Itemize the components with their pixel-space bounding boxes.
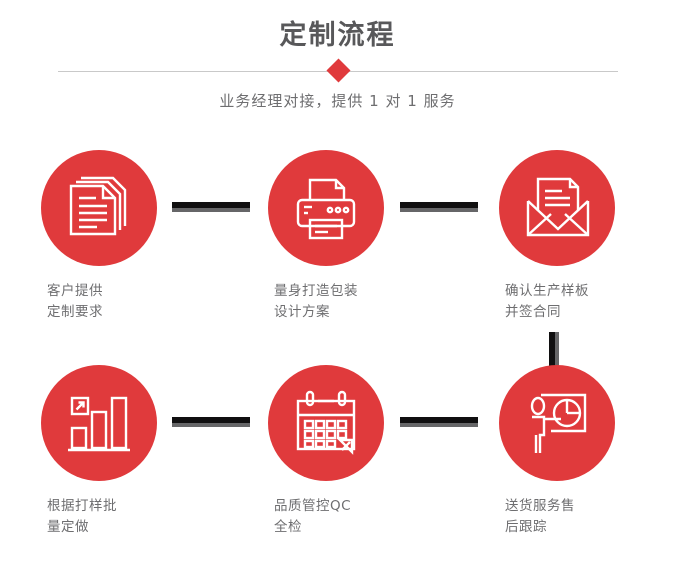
flow-step-3[interactable]: 确认生产样板 并签合同	[477, 150, 637, 323]
connector-bar-grey	[400, 423, 478, 427]
step-circle	[41, 150, 157, 266]
diamond-icon	[326, 58, 351, 83]
connector-bar-dark	[400, 202, 478, 208]
connector-bar-grey	[172, 423, 250, 427]
step-label: 确认生产样板 并签合同	[505, 283, 589, 320]
page-title: 定制流程	[279, 20, 396, 51]
envelope-letter-icon	[526, 177, 590, 237]
flow-step-4[interactable]: 根据打样批 量定做	[19, 365, 179, 538]
presenter-pie-chart-icon	[530, 393, 587, 453]
connector-bar-grey	[555, 332, 559, 373]
connector-bar-dark	[172, 202, 250, 208]
flow-step-6[interactable]: 送货服务售 后跟踪	[477, 365, 637, 538]
flow-step-1[interactable]: 客户提供 定制要求	[19, 150, 179, 323]
flow-row-1: 客户提供 定制要求	[0, 150, 675, 365]
connector-step2-step3	[400, 202, 478, 212]
step-circle	[499, 150, 615, 266]
step-circle	[41, 365, 157, 481]
connector-step1-step2	[172, 202, 250, 212]
printer-icon	[296, 178, 356, 240]
process-flow: 客户提供 定制要求	[0, 150, 675, 580]
step-label: 量身打造包装 设计方案	[274, 283, 358, 320]
step-label: 送货服务售 后跟踪	[505, 498, 575, 535]
connector-step5-step6	[400, 417, 478, 427]
connector-step3-step6	[549, 332, 559, 373]
flow-step-2[interactable]: 量身打造包装 设计方案	[246, 150, 406, 323]
documents-stack-icon	[69, 176, 127, 236]
page-subtitle: 业务经理对接，提供 1 对 1 服务	[219, 92, 456, 110]
step-label: 客户提供 定制要求	[47, 283, 103, 320]
bar-chart-growth-icon	[68, 396, 130, 452]
connector-bar-grey	[172, 208, 250, 212]
step-circle	[268, 365, 384, 481]
step-label: 根据打样批 量定做	[47, 498, 117, 535]
step-label: 品质管控QC 全检	[274, 498, 352, 535]
flow-step-5[interactable]: 品质管控QC 全检	[246, 365, 406, 538]
connector-bar-grey	[400, 208, 478, 212]
connector-bar-dark	[172, 417, 250, 423]
connector-step4-step5	[172, 417, 250, 427]
connector-bar-dark	[400, 417, 478, 423]
title-divider	[58, 58, 618, 83]
step-circle	[268, 150, 384, 266]
flow-row-2: 根据打样批 量定做	[0, 365, 675, 580]
connector-bar-dark	[549, 332, 555, 373]
step-circle	[499, 365, 615, 481]
calendar-check-icon	[296, 390, 356, 455]
